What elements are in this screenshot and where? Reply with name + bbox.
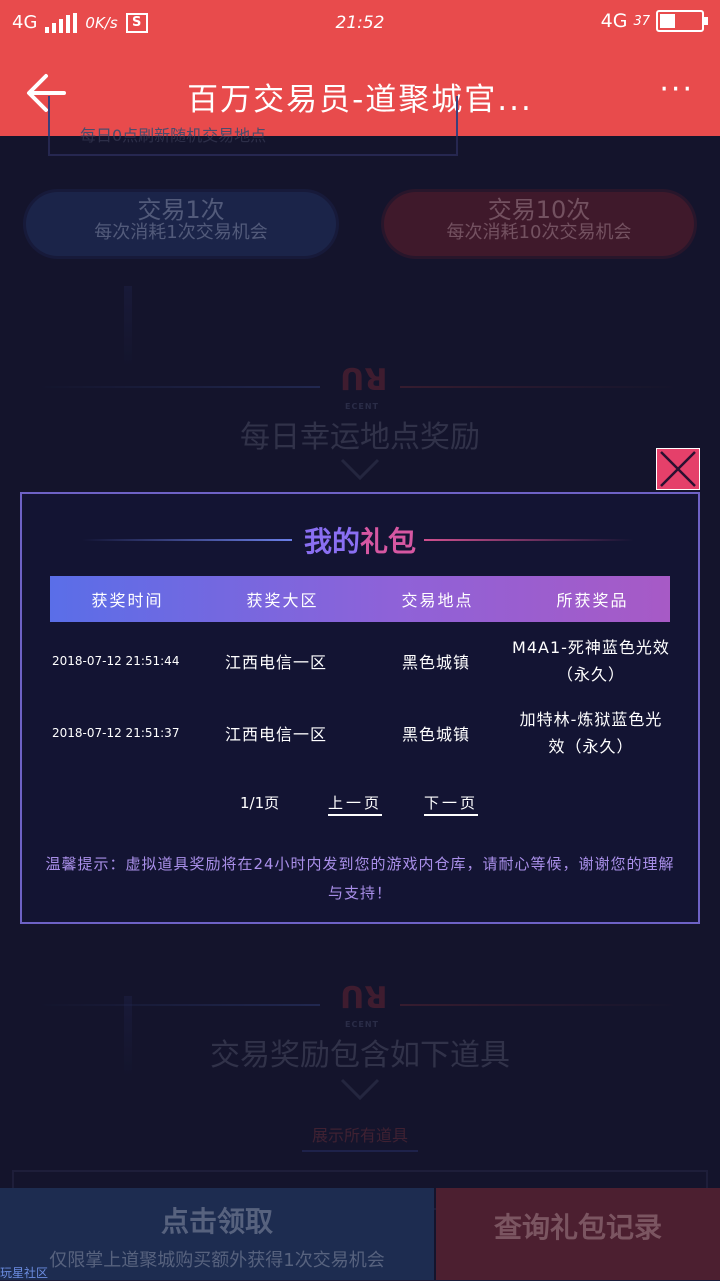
trade-once-button[interactable]: 交易1次 每次消耗1次交易机会: [26, 192, 336, 256]
header-region: 获奖大区: [246, 591, 319, 610]
decor-strip: [124, 286, 132, 366]
trade-once-label: 交易1次: [137, 196, 225, 224]
trade-ten-sub: 每次消耗10次交易机会: [446, 222, 632, 244]
table-header: 获奖时间 获奖大区 交易地点 所获奖品: [50, 576, 670, 622]
section-divider: [400, 386, 680, 388]
claim-sub: 仅限掌上道聚城购买额外获得1次交易机会: [49, 1250, 385, 1271]
query-gift-record-button[interactable]: 查询礼包记录: [436, 1188, 720, 1280]
trade-once-sub: 每次消耗1次交易机会: [94, 222, 268, 244]
row-location: 黑色城镇: [401, 725, 470, 744]
network-speed: 0K/s: [85, 13, 118, 32]
section-divider: [400, 1004, 680, 1006]
clock: 21:52: [335, 13, 385, 33]
status-right: 4G 37: [600, 10, 708, 32]
table-row: 2018-07-12 21:51:37 江西电信一区 黑色城镇 加特林-炼狱蓝色…: [50, 700, 670, 766]
claim-button[interactable]: 点击领取 仅限掌上道聚城购买额外获得1次交易机会: [0, 1188, 434, 1280]
signal-icon: [45, 12, 78, 33]
row-prize: 加特林-炼狱蓝色光效（永久）: [519, 710, 663, 756]
section-title-lucky: 每日幸运地点奖励: [240, 420, 480, 455]
status-left: 4G 0K/s S: [12, 12, 148, 33]
next-page-link[interactable]: 下一页: [424, 792, 479, 816]
close-icon[interactable]: [656, 448, 700, 490]
title-line-right: [424, 539, 634, 541]
header-time: 获奖时间: [91, 591, 164, 610]
gift-modal: 我的礼包 获奖时间 获奖大区 交易地点 所获奖品 2018-07-12 21:5…: [20, 492, 700, 924]
watermark: 玩星社区: [0, 1266, 49, 1280]
trade-ten-button[interactable]: 交易10次 每次消耗10次交易机会: [384, 192, 694, 256]
show-all-items-link[interactable]: 展示所有道具: [302, 1122, 418, 1152]
bottom-bar: 点击领取 仅限掌上道聚城购买额外获得1次交易机会 查询礼包记录: [0, 1188, 720, 1280]
row-region: 江西电信一区: [224, 653, 327, 672]
page-title: 百万交易员-道聚城官...: [187, 82, 533, 118]
more-menu-icon[interactable]: ···: [659, 72, 694, 107]
nav-bar: 百万交易员-道聚城官... ···: [0, 50, 720, 136]
network-type-left: 4G: [12, 12, 38, 33]
notice-text: 每日0点刷新随机交易地点: [80, 126, 267, 145]
decor-strip: [124, 996, 132, 1076]
battery-icon: [656, 10, 708, 32]
header-prize: 所获奖品: [556, 591, 629, 610]
page-count: 1/1页: [240, 794, 280, 812]
section-divider: [40, 1004, 320, 1006]
row-location: 黑色城镇: [401, 653, 470, 672]
prev-page-link[interactable]: 上一页: [328, 792, 383, 816]
background-page: 每日0点刷新随机交易地点 交易1次 每次消耗1次交易机会 交易10次 每次消耗1…: [0, 96, 720, 1280]
trade-ten-label: 交易10次: [487, 196, 591, 224]
modal-title-part1: 我的: [303, 525, 360, 558]
status-bar: 4G 0K/s S 21:52 4G 37: [0, 0, 720, 50]
chevron-down-icon: [340, 458, 380, 481]
warm-tip: 温馨提示：虚拟道具奖励将在24小时内发到您的游戏内仓库，请耐心等候，谢谢您的理解…: [45, 855, 675, 902]
table-row: 2018-07-12 21:51:44 江西电信一区 黑色城镇 M4A1-死神蓝…: [50, 628, 670, 694]
title-line-left: [82, 539, 292, 541]
battery-percent: 37: [633, 13, 650, 29]
back-arrow-icon[interactable]: [24, 70, 70, 116]
s-badge-icon: S: [125, 12, 148, 33]
row-prize: M4A1-死神蓝色光效（永久）: [512, 638, 670, 684]
claim-label: 点击领取: [160, 1205, 273, 1238]
network-type-right: 4G: [600, 10, 628, 32]
row-time: 2018-07-12 21:51:37: [52, 726, 180, 740]
modal-title-part2: 礼包: [360, 525, 417, 558]
chevron-down-icon: [340, 1078, 380, 1101]
header-location: 交易地点: [401, 591, 474, 610]
row-time: 2018-07-12 21:51:44: [52, 654, 180, 668]
notice-box: 每日0点刷新随机交易地点: [48, 96, 458, 156]
row-region: 江西电信一区: [224, 725, 327, 744]
modal-title: 我的礼包: [22, 520, 698, 560]
section-divider: [40, 386, 320, 388]
section-title-rewards: 交易奖励包含如下道具: [210, 1038, 510, 1073]
